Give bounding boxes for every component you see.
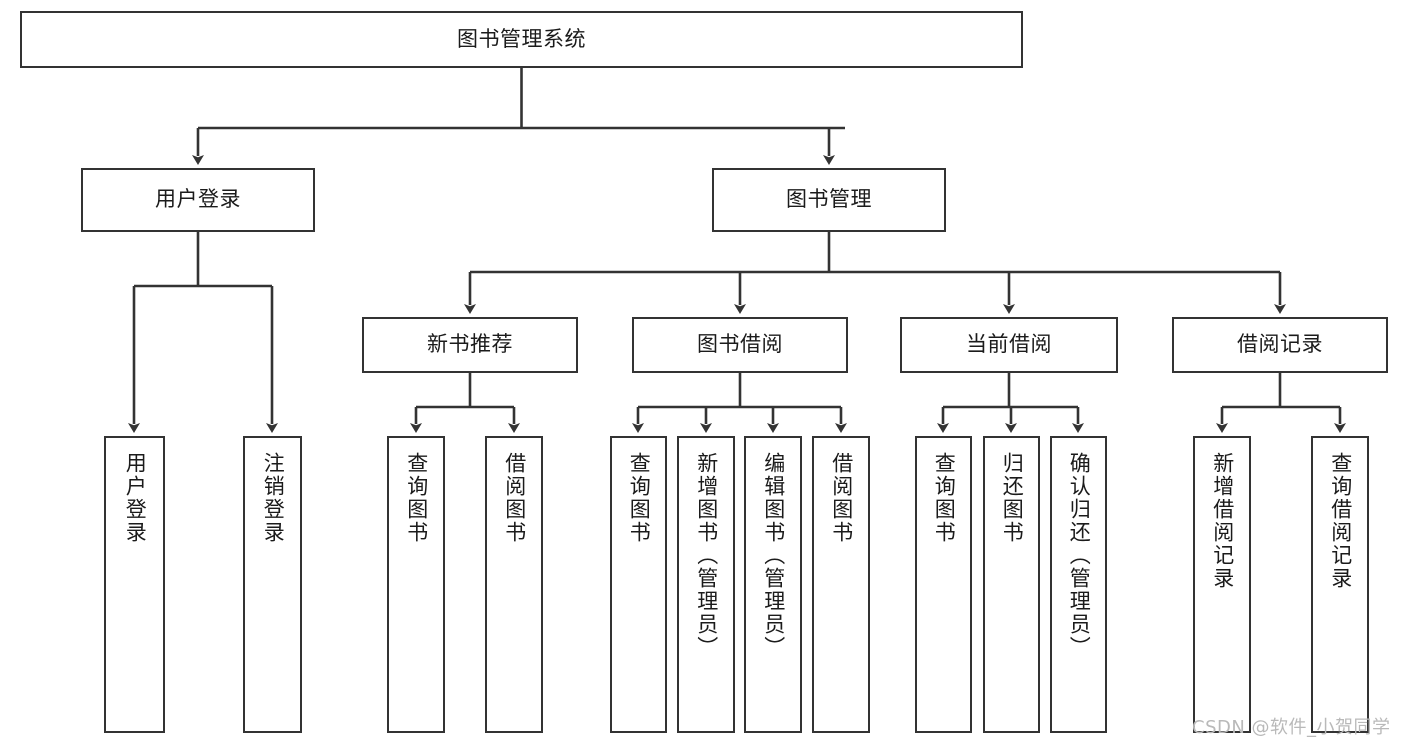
node-label: 图书管理 (786, 187, 872, 212)
leaf-node[interactable]: 归还图书 (983, 436, 1040, 733)
leaf-node[interactable]: 新增借阅记录 (1193, 436, 1251, 733)
leaf-node[interactable]: 查询图书 (915, 436, 972, 733)
node-label: 新增图书（管理员） (694, 452, 719, 659)
node-label: 借阅图书 (502, 452, 527, 544)
node-root[interactable]: 图书管理系统 (20, 11, 1023, 68)
leaf-node[interactable]: 用户登录 (104, 436, 165, 733)
node-label: 图书管理系统 (457, 26, 586, 51)
leaf-node[interactable]: 查询图书 (610, 436, 667, 733)
watermark: CSDN @软件_小贺同学 (1192, 717, 1391, 738)
node-book-management[interactable]: 图书管理 (712, 168, 946, 232)
node-label: 借阅记录 (1237, 332, 1323, 357)
node-user-login[interactable]: 用户登录 (81, 168, 315, 232)
leaf-node[interactable]: 借阅图书 (485, 436, 543, 733)
node-label: 用户登录 (155, 187, 241, 212)
leaf-node[interactable]: 确认归还（管理员） (1050, 436, 1107, 733)
node-label: 新增借阅记录 (1210, 452, 1235, 590)
node-label: 用户登录 (123, 452, 148, 544)
node-label: 查询图书 (627, 452, 652, 544)
node-label: 注销登录 (261, 452, 286, 544)
leaf-node[interactable]: 查询借阅记录 (1311, 436, 1369, 733)
node-borrow-record[interactable]: 借阅记录 (1172, 317, 1388, 373)
node-label: 查询图书 (404, 452, 429, 544)
node-label: 确认归还（管理员） (1067, 452, 1092, 659)
node-label: 查询图书 (932, 452, 957, 544)
leaf-node[interactable]: 注销登录 (243, 436, 302, 733)
node-current-borrow[interactable]: 当前借阅 (900, 317, 1118, 373)
node-label: 当前借阅 (966, 332, 1052, 357)
node-label: 图书借阅 (697, 332, 783, 357)
node-label: 归还图书 (1000, 452, 1025, 544)
node-label: 查询借阅记录 (1328, 452, 1353, 590)
node-label: 新书推荐 (427, 332, 513, 357)
node-new-book-recommend[interactable]: 新书推荐 (362, 317, 578, 373)
leaf-node[interactable]: 查询图书 (387, 436, 445, 733)
leaf-node[interactable]: 新增图书（管理员） (677, 436, 735, 733)
node-label: 借阅图书 (829, 452, 854, 544)
node-label: 编辑图书（管理员） (761, 452, 786, 659)
node-book-borrow[interactable]: 图书借阅 (632, 317, 848, 373)
leaf-node[interactable]: 编辑图书（管理员） (744, 436, 802, 733)
leaf-node[interactable]: 借阅图书 (812, 436, 870, 733)
